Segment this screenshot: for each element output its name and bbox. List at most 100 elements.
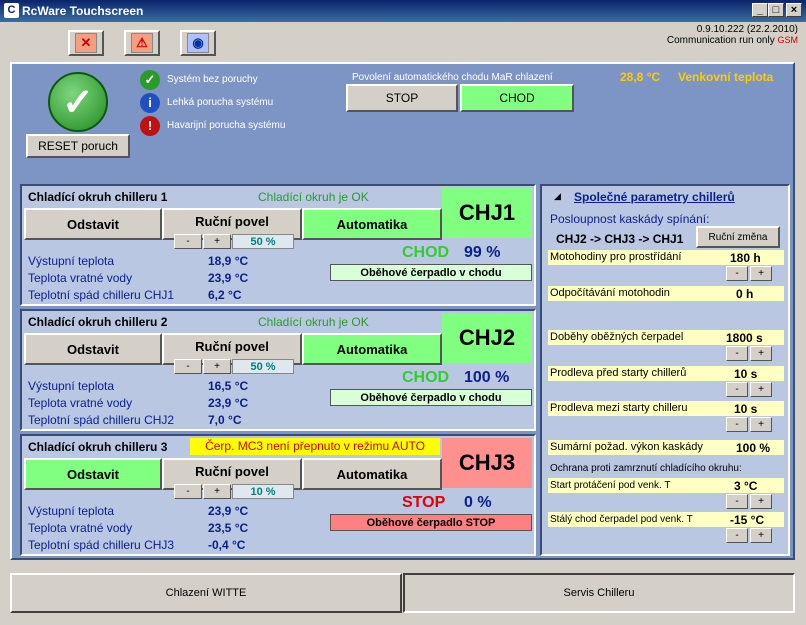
- value-outlet-temp: 18,9 °C: [208, 254, 249, 268]
- mezi-value: 10 s: [734, 402, 758, 416]
- close-button[interactable]: ×: [786, 3, 802, 17]
- dob-row: [548, 330, 784, 345]
- sum-value: 100 %: [736, 441, 771, 455]
- app-icon: C: [4, 3, 19, 18]
- chod-button[interactable]: CHOD: [460, 84, 574, 112]
- decrease-button[interactable]: -: [174, 484, 202, 499]
- stop-button[interactable]: STOP: [346, 84, 458, 112]
- circuit-status: Chladící okruh je OK: [258, 315, 369, 329]
- run-state: CHOD: [402, 369, 450, 386]
- staly-increase-button[interactable]: +: [750, 528, 772, 543]
- automatika-button[interactable]: Automatika: [302, 333, 442, 365]
- minimize-button[interactable]: _: [752, 3, 768, 17]
- system-ok-icon: ✓: [48, 72, 108, 132]
- version-text: 0.9.10.222 (22.2.2010): [696, 24, 798, 35]
- tab-chlazeni-witte[interactable]: Chlazení WITTE: [10, 573, 402, 613]
- increase-button[interactable]: +: [203, 234, 231, 249]
- info-icon: ◉: [187, 33, 209, 53]
- label-return-temp: Teplota vratné vody: [28, 521, 133, 535]
- dob-increase-button[interactable]: +: [750, 346, 772, 361]
- mezi-increase-button[interactable]: +: [750, 417, 772, 432]
- automatika-button[interactable]: Automatika: [302, 458, 442, 490]
- exit-button[interactable]: ✕: [68, 30, 104, 56]
- odstavit-button[interactable]: Odstavit: [24, 458, 162, 490]
- label-temp-drop: Teplotní spád chilleru CHJ1: [28, 288, 175, 302]
- circuit-status: Chladící okruh je OK: [258, 190, 369, 204]
- moto-row: [548, 250, 784, 265]
- staly-decrease-button[interactable]: -: [726, 528, 748, 543]
- manual-change-label: Ruční změna: [708, 231, 768, 243]
- chj-indicator: CHJ1: [442, 188, 532, 238]
- gsm-badge: GSM: [777, 35, 798, 45]
- legend-ok: Systém bez poruchy: [167, 74, 258, 85]
- close-icon: ✕: [75, 33, 97, 53]
- auto-title: Povolení automatického chodu MaR chlazen…: [352, 72, 553, 83]
- run-percent: 100 %: [464, 369, 510, 386]
- increase-button[interactable]: +: [203, 359, 231, 374]
- maximize-button[interactable]: □: [768, 3, 784, 17]
- dob-decrease-button[interactable]: -: [726, 346, 748, 361]
- automatika-label: Automatika: [336, 341, 408, 357]
- rucni-label: Ruční povel: [195, 214, 269, 229]
- tab-servis-chilleru[interactable]: Servis Chilleru: [403, 573, 795, 613]
- alarm-button[interactable]: ⚠: [124, 30, 160, 56]
- automatika-button[interactable]: Automatika: [302, 208, 442, 240]
- legend-light: Lehká porucha systému: [167, 97, 274, 108]
- run-state: STOP: [402, 494, 446, 511]
- decrease-button[interactable]: -: [174, 234, 202, 249]
- reset-button[interactable]: RESET poruch: [26, 134, 130, 158]
- decrease-button[interactable]: -: [174, 359, 202, 374]
- label-temp-drop: Teplotní spád chilleru CHJ2: [28, 413, 175, 427]
- label-return-temp: Teplota vratné vody: [28, 271, 133, 285]
- pred-value: 10 s: [734, 367, 758, 381]
- run-percent: 0 %: [464, 494, 492, 511]
- start-increase-button[interactable]: +: [750, 494, 772, 509]
- comm-status: Communication run only: [666, 35, 775, 46]
- odp-value: 0 h: [736, 287, 754, 301]
- chod-label: CHOD: [499, 91, 535, 105]
- dob-label: Doběhy oběžných čerpadel: [550, 331, 684, 343]
- dob-value: 1800 s: [726, 331, 763, 345]
- pred-decrease-button[interactable]: -: [726, 382, 748, 397]
- start-label: Start protáčení pod venk. T: [550, 480, 671, 491]
- chj-indicator: CHJ3: [442, 438, 532, 488]
- title-bar: C RcWare Touchscreen _ □ ×: [0, 0, 806, 22]
- manual-percent: 50 %: [232, 359, 294, 374]
- tab-chlazeni-label: Chlazení WITTE: [165, 587, 247, 599]
- odstavit-button[interactable]: Odstavit: [24, 208, 162, 240]
- circuit-title: Chladící okruh chilleru 1: [28, 190, 168, 204]
- moto-decrease-button[interactable]: -: [726, 266, 748, 281]
- info-button[interactable]: ◉: [180, 30, 216, 56]
- value-temp-drop: 7,0 °C: [208, 413, 242, 427]
- run-percent: 99 %: [464, 244, 501, 261]
- circuit-warning: Čerp. MC3 není přepnuto v režimu AUTO: [190, 438, 440, 455]
- mezi-label: Prodleva mezi starty chilleru: [550, 402, 688, 414]
- sequence-label: Posloupnost kaskády spínání:: [550, 212, 710, 226]
- alert-icon: !: [140, 116, 160, 136]
- odstavit-button[interactable]: Odstavit: [24, 333, 162, 365]
- params-title: Společné parametry chillerů: [574, 190, 735, 204]
- start-decrease-button[interactable]: -: [726, 494, 748, 509]
- pump-status: Oběhové čerpadlo STOP: [330, 514, 532, 531]
- collapse-icon[interactable]: ◢: [554, 191, 561, 201]
- ochrana-label: Ochrana proti zamrznutí chladícího okruh…: [550, 463, 742, 474]
- tab-servis-label: Servis Chilleru: [563, 587, 635, 599]
- manual-change-button[interactable]: Ruční změna: [696, 226, 780, 248]
- rucni-label: Ruční povel: [195, 339, 269, 354]
- rucni-label: Ruční povel: [195, 464, 269, 479]
- automatika-label: Automatika: [336, 466, 408, 482]
- value-return-temp: 23,5 °C: [208, 521, 249, 535]
- sum-row: [548, 440, 784, 455]
- pred-increase-button[interactable]: +: [750, 382, 772, 397]
- circuit-title: Chladící okruh chilleru 2: [28, 315, 168, 329]
- moto-value: 180 h: [730, 251, 761, 265]
- increase-button[interactable]: +: [203, 484, 231, 499]
- outdoor-label: Venkovní teplota: [678, 70, 774, 84]
- mezi-decrease-button[interactable]: -: [726, 417, 748, 432]
- value-temp-drop: -0,4 °C: [208, 538, 246, 552]
- value-return-temp: 23,9 °C: [208, 271, 249, 285]
- moto-increase-button[interactable]: +: [750, 266, 772, 281]
- odstavit-label: Odstavit: [66, 466, 119, 482]
- sum-label: Sumární požad. výkon kaskády: [550, 441, 703, 453]
- label-temp-drop: Teplotní spád chilleru CHJ3: [28, 538, 175, 552]
